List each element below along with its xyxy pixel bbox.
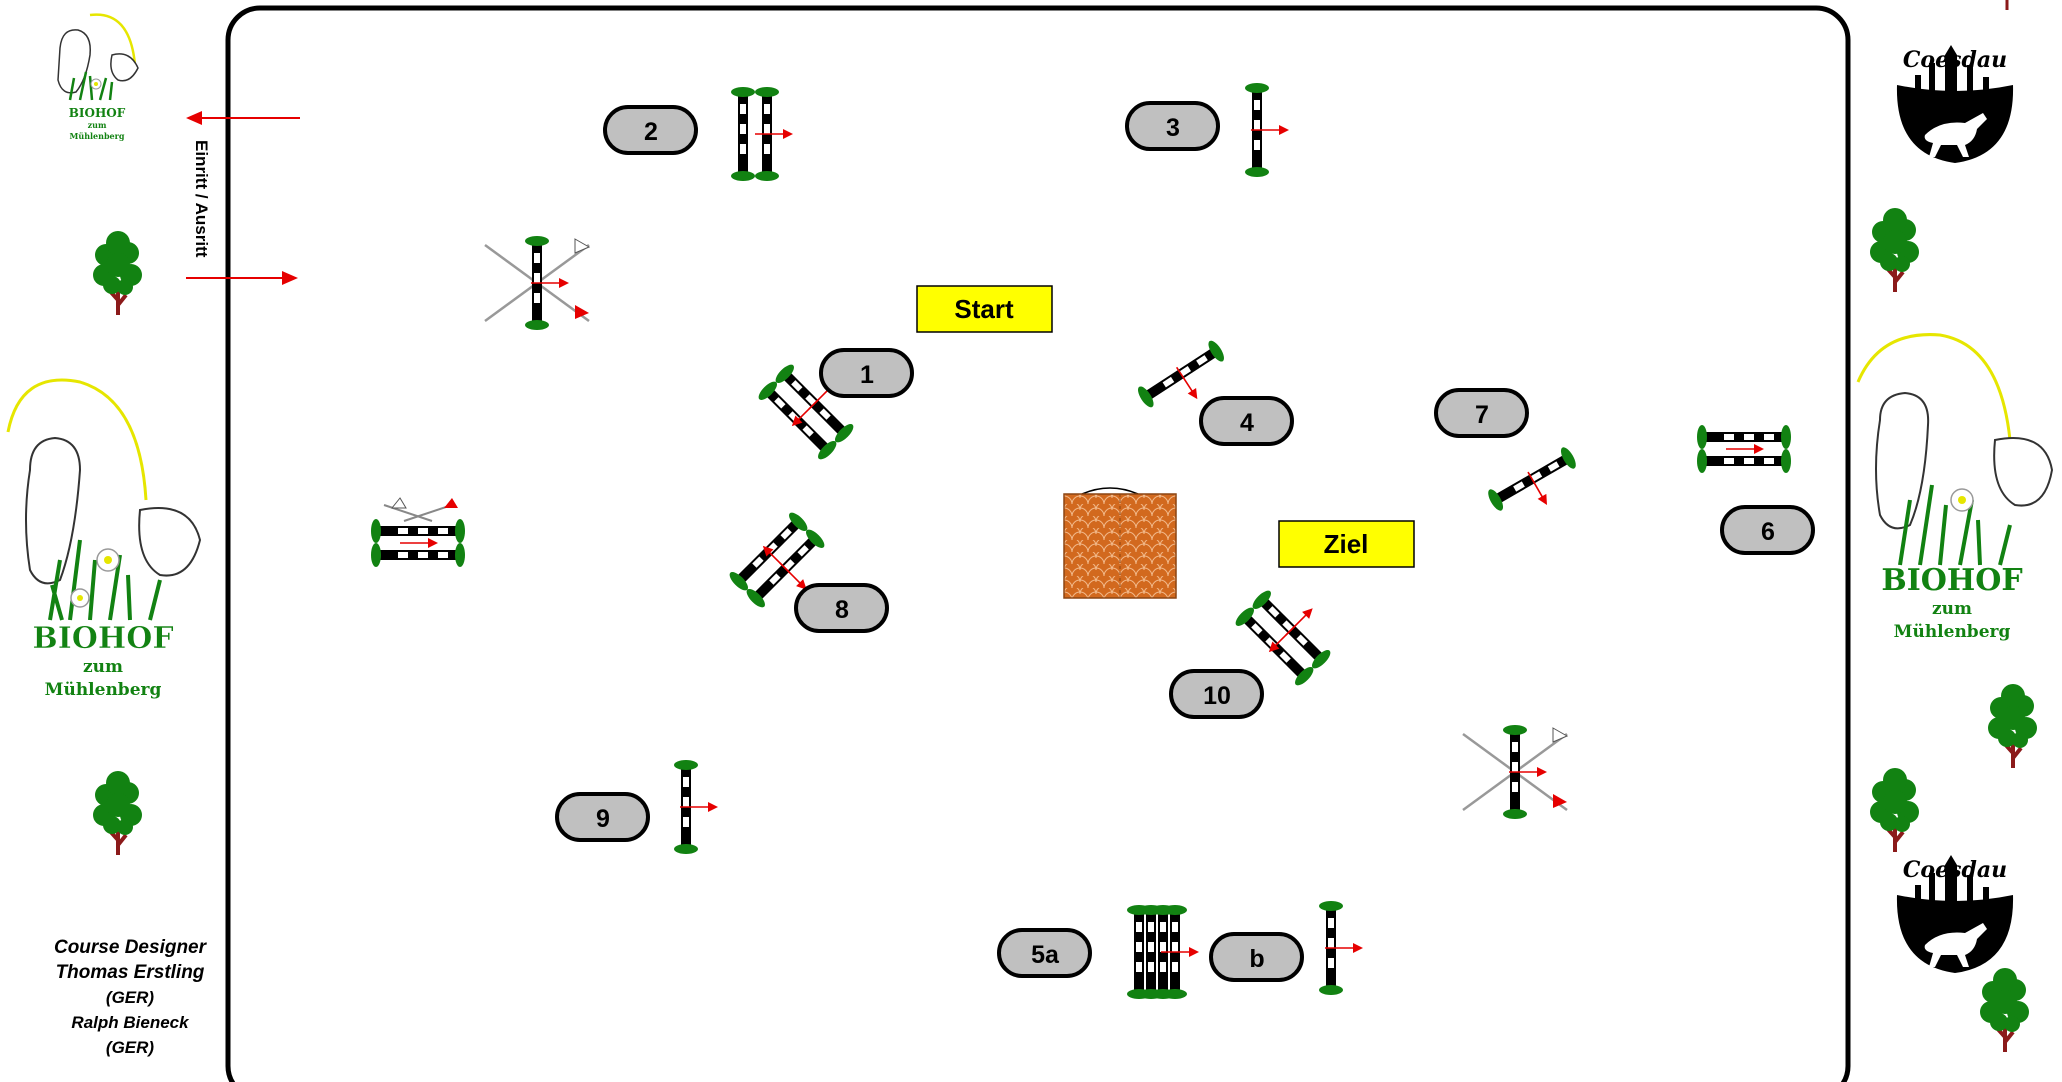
svg-text:9: 9 bbox=[596, 805, 610, 833]
jump-5a bbox=[1127, 905, 1200, 999]
svg-text:7: 7 bbox=[1475, 401, 1489, 429]
obstacle-number-5a: 5a bbox=[997, 928, 1092, 978]
obstacle-number-2: 2 bbox=[603, 105, 698, 155]
obstacle-number-7: 7 bbox=[1434, 388, 1529, 438]
obstacle-number-8: 8 bbox=[794, 583, 889, 633]
svg-text:3: 3 bbox=[1166, 114, 1180, 142]
jump-10 bbox=[1232, 587, 1334, 689]
jump-6 bbox=[1697, 425, 1791, 473]
obstacle-number-3: 3 bbox=[1125, 101, 1220, 151]
obstacle-number-10: 10 bbox=[1169, 669, 1264, 719]
obstacle-number-4: 4 bbox=[1199, 396, 1294, 446]
tree-icon bbox=[1986, 682, 2039, 770]
svg-text:6: 6 bbox=[1761, 518, 1775, 546]
entrance-marker: Einritt / Ausritt bbox=[186, 111, 300, 285]
designer-name-1: Thomas Erstling bbox=[55, 962, 205, 983]
tree-icon bbox=[91, 229, 144, 317]
svg-text:1: 1 bbox=[860, 361, 874, 389]
entrance-label: Einritt / Ausritt bbox=[192, 140, 211, 258]
biohof-large-left-line1: BIOHOF bbox=[32, 621, 173, 656]
biohof-logo-large-left: BIOHOF zum Mühlenberg bbox=[6, 378, 202, 700]
designer-country-1: (GER) bbox=[105, 988, 155, 1007]
tree-icon bbox=[1978, 966, 2031, 1054]
jump-5b bbox=[1319, 901, 1364, 995]
obstacle-number-6: 6 bbox=[1720, 505, 1815, 555]
svg-text:8: 8 bbox=[835, 596, 849, 624]
designer-title: Course Designer bbox=[53, 937, 207, 958]
svg-text:Ziel: Ziel bbox=[1324, 529, 1369, 559]
biohof-small-line2: zum bbox=[88, 120, 107, 130]
biohof-large-right-line3: Mühlenberg bbox=[1894, 622, 2011, 642]
svg-text:4: 4 bbox=[1240, 409, 1254, 437]
coesdau-logo-top: Coesdau bbox=[1896, 45, 2014, 163]
jump-crossed-right bbox=[1462, 725, 1569, 819]
obstacle-number-1: 1 bbox=[819, 348, 914, 398]
biohof-small-line3: Mühlenberg bbox=[70, 131, 125, 141]
designer-name-2: Ralph Bieneck bbox=[71, 1013, 189, 1032]
biohof-large-right-line2: zum bbox=[1932, 599, 1972, 619]
jump-3 bbox=[1245, 83, 1290, 177]
biohof-logo-small: BIOHOF zum Mühlenberg bbox=[57, 13, 139, 141]
coesdau-bottom-text: Coesdau bbox=[1903, 857, 2007, 883]
biohof-logo-large-right: BIOHOF zum Mühlenberg bbox=[1856, 333, 2054, 642]
svg-text:b: b bbox=[1249, 945, 1264, 973]
obstacle-number-5b: b bbox=[1209, 932, 1304, 982]
svg-text:Start: Start bbox=[954, 294, 1014, 324]
jump-9 bbox=[674, 760, 719, 854]
arena-border bbox=[225, 5, 1851, 1082]
finish-marker: Ziel bbox=[1278, 520, 1415, 568]
svg-text:2: 2 bbox=[644, 118, 658, 146]
start-marker: Start bbox=[916, 285, 1053, 333]
tree-icon bbox=[1868, 766, 1921, 854]
coesdau-logo-bottom: Coesdau bbox=[1896, 855, 2014, 973]
flag-icon bbox=[390, 497, 407, 509]
water-obstacle bbox=[1063, 487, 1177, 599]
jump-left-oxer bbox=[371, 504, 465, 567]
jump-crossed-left bbox=[484, 236, 591, 330]
svg-text:10: 10 bbox=[1203, 682, 1231, 710]
tree-icon bbox=[1868, 206, 1921, 294]
svg-text:5a: 5a bbox=[1031, 941, 1060, 969]
tree-icon bbox=[91, 769, 144, 857]
obstacle-number-9: 9 bbox=[555, 792, 650, 842]
designer-country-2: (GER) bbox=[105, 1038, 155, 1057]
flag-icon bbox=[444, 498, 458, 508]
jump-7 bbox=[1485, 445, 1579, 513]
biohof-large-left-line2: zum bbox=[83, 657, 123, 677]
biohof-large-right-line1: BIOHOF bbox=[1881, 563, 2022, 598]
coesdau-top-text: Coesdau bbox=[1903, 47, 2007, 73]
biohof-small-line1: BIOHOF bbox=[69, 106, 126, 120]
biohof-large-left-line3: Mühlenberg bbox=[45, 680, 162, 700]
course-designer-credits: Course Designer Thomas Erstling (GER) Ra… bbox=[30, 935, 230, 1060]
jump-2 bbox=[731, 87, 794, 181]
